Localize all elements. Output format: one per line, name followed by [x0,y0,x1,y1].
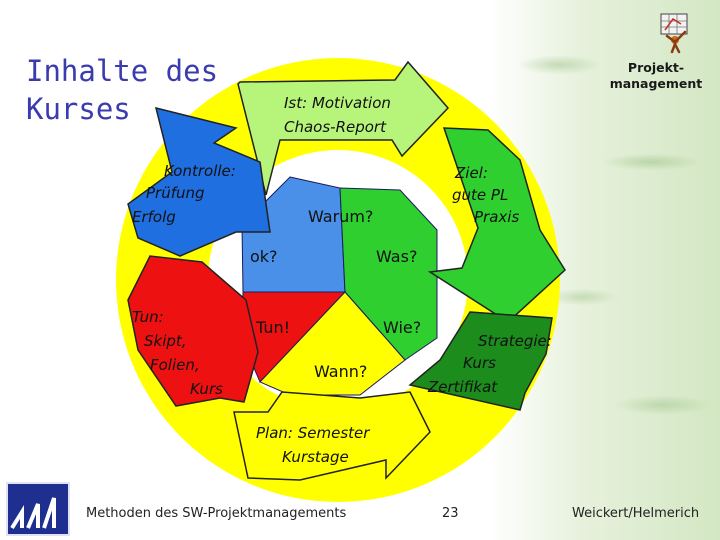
svg-text:Tun:: Tun: [132,308,164,326]
svg-text:Kurs: Kurs [463,354,496,372]
footer-page-number: 23 [442,506,459,521]
slide-title: Inhalte des Kurses [26,52,218,128]
svg-text:Kurstage: Kurstage [282,448,349,466]
svg-text:gute PL: gute PL [452,186,508,204]
label-wann: Wann? [314,362,367,381]
label-was: Was? [376,247,417,266]
svg-text:Plan: Semester: Plan: Semester [256,424,370,442]
title-line-2: Kurses [26,92,131,126]
label-wie: Wie? [383,318,421,337]
arrow-strategie [408,311,553,411]
label-plan: Plan: Semester Kurstage [256,424,370,466]
label-strategie: Strategie: Kurs Zertifikat [427,332,552,396]
logo-mark [10,497,56,530]
svg-text:Kontrolle:: Kontrolle: [164,162,236,180]
svg-text:Prüfung: Prüfung [146,184,205,202]
university-logo [6,482,70,536]
svg-text:Strategie:: Strategie: [478,332,552,350]
arrow-plan [233,391,431,481]
label-tun: Tun! [255,318,290,337]
arrow-tun [127,255,259,407]
svg-text:Erfolg: Erfolg [132,208,176,226]
title-line-1: Inhalte des [26,54,219,88]
project-management-label: Projekt- management [609,60,703,91]
svg-text:Ziel:: Ziel: [454,164,488,182]
arrow-motivation [237,60,450,196]
svg-text:Praxis: Praxis [474,208,519,226]
arrow-ziel [427,127,566,323]
svg-text:Folien,: Folien, [150,356,200,374]
svg-text:Ist: Motivation: Ist: Motivation [284,94,391,112]
svg-text:Kurs: Kurs [190,380,223,398]
label-kontrolle: Kontrolle: Prüfung Erfolg [132,162,236,226]
label-ok: ok? [250,247,278,266]
footer-course-name: Methoden des SW-Projektmanagements [86,506,347,521]
label-tun-arrow: Tun: Skipt, Folien, Kurs [132,308,223,398]
svg-text:Skipt,: Skipt, [144,332,187,350]
label-warum: Warum? [308,207,373,226]
label-ziel: Ziel: gute PL Praxis [452,164,519,226]
footer-authors: Weickert/Helmerich [572,506,700,521]
arrow-kontrolle [127,106,271,257]
project-icon [660,13,688,54]
label-motivation: Ist: Motivation Chaos-Report [284,94,391,136]
svg-text:Chaos-Report: Chaos-Report [284,118,387,136]
svg-text:Zertifikat: Zertifikat [427,378,498,396]
